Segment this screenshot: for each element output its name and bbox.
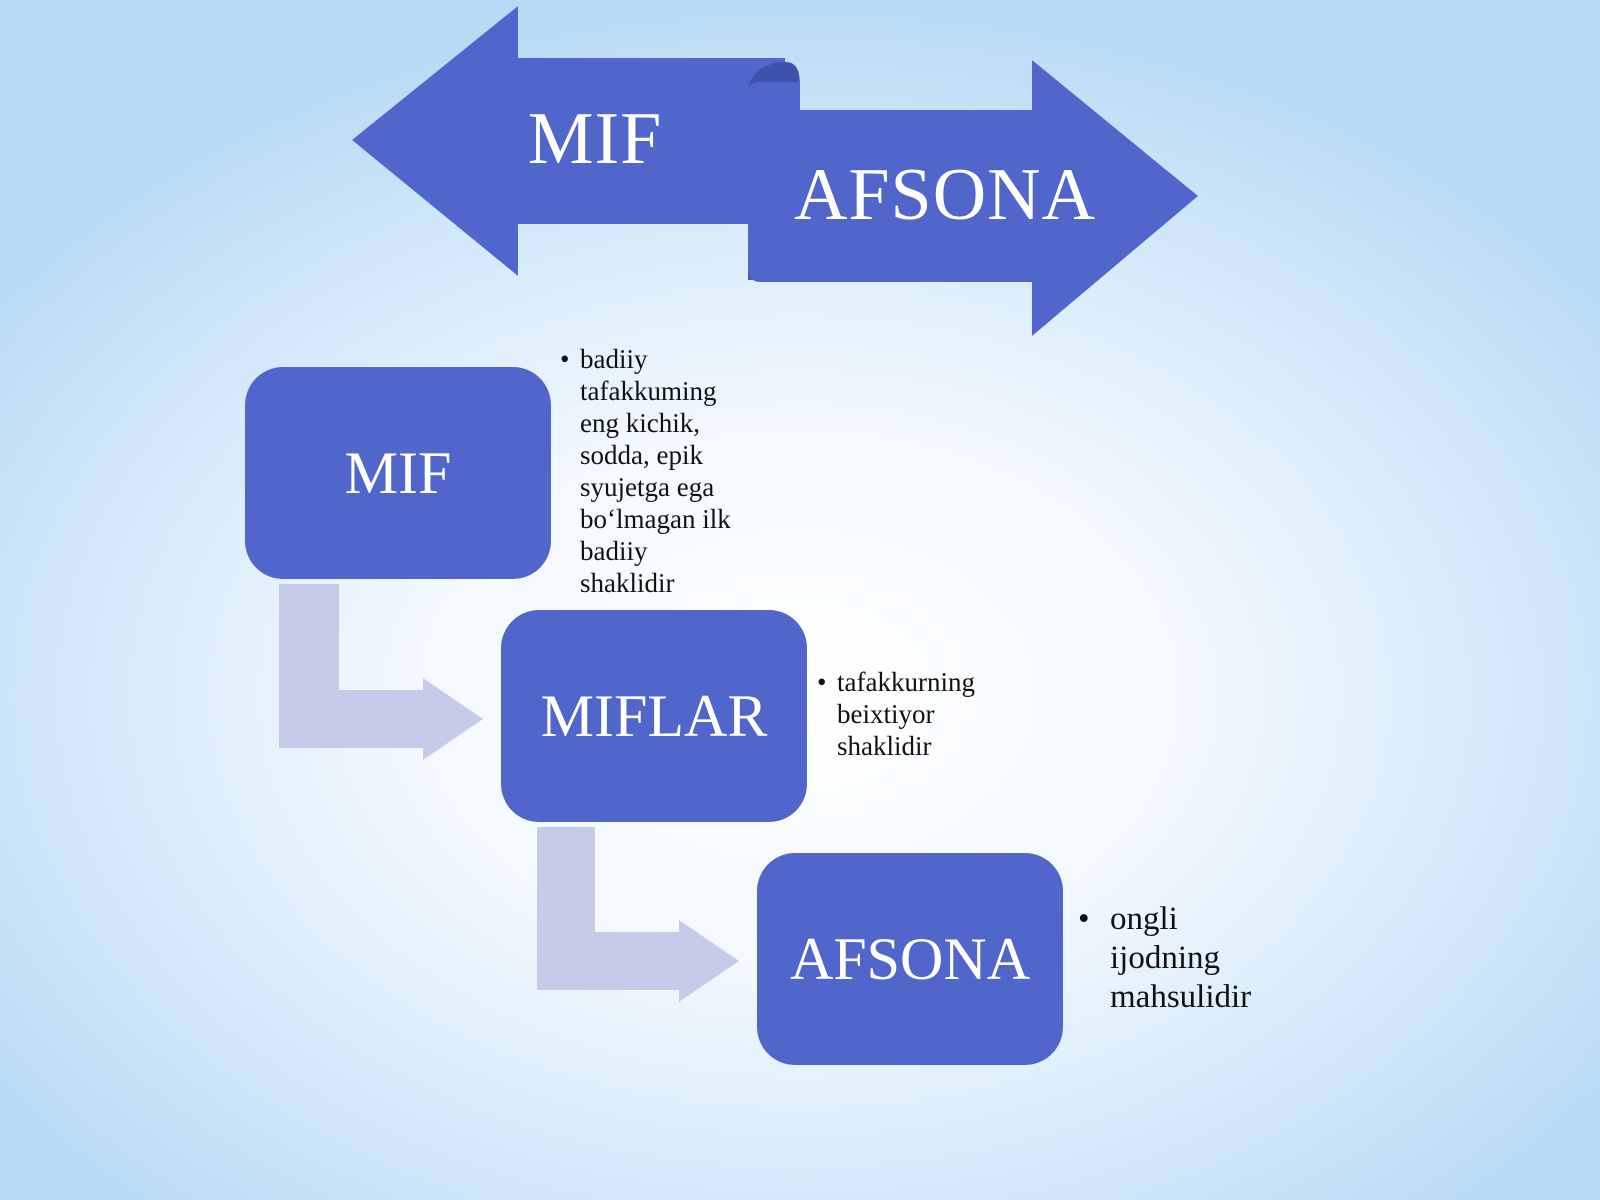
note-line: beixtiyor — [837, 699, 935, 729]
note-afsona: ongli ijodning mahsulidir — [1078, 900, 1251, 1017]
node-miflar-label: MIFLAR — [540, 682, 768, 749]
note-line: ongli — [1110, 901, 1178, 937]
right-arrow-label: AFSONA — [793, 154, 1097, 236]
note-mif: badiiy tafakkuming eng kichik, sodda, ep… — [560, 343, 731, 599]
note-line: badiiy — [580, 344, 648, 374]
note-line: syujetga ega — [580, 472, 715, 502]
note-line: shaklidir — [837, 731, 932, 761]
note-line: ijodning — [1110, 940, 1221, 976]
note-line: eng kichik, — [580, 408, 700, 438]
note-line: bo‘lmagan ilk — [580, 504, 731, 534]
note-line: tafakkuming — [580, 376, 717, 406]
connector-arrow-miflar-afsona — [537, 827, 739, 1002]
right-arrow-shape — [748, 60, 1198, 336]
note-miflar: tafakkurning beixtiyor shaklidir — [817, 666, 975, 762]
note-afsona-bullet: ongli ijodning mahsulidir — [1078, 900, 1251, 1017]
left-arrow-shape — [352, 6, 785, 276]
note-line: tafakkurning — [837, 667, 975, 697]
note-line: sodda, epik — [580, 440, 703, 470]
note-mif-bullet: badiiy tafakkuming eng kichik, sodda, ep… — [560, 343, 731, 599]
node-mif: MIF — [245, 367, 551, 579]
note-line: badiiy — [580, 536, 648, 566]
right-arrow-edge — [748, 82, 800, 110]
node-mif-label: MIF — [344, 439, 452, 506]
note-line: shaklidir — [580, 568, 675, 598]
connector-arrow-mif-miflar — [279, 584, 483, 760]
node-miflar: MIFLAR — [501, 610, 807, 822]
note-miflar-bullet: tafakkurning beixtiyor shaklidir — [817, 666, 975, 762]
node-afsona: AFSONA — [757, 853, 1063, 1065]
note-line: mahsulidir — [1110, 979, 1252, 1015]
node-afsona-label: AFSONA — [789, 925, 1031, 992]
left-arrow-label: MIF — [527, 98, 663, 180]
